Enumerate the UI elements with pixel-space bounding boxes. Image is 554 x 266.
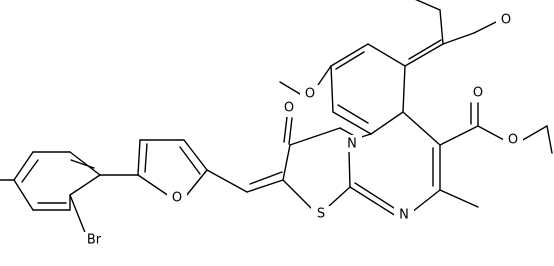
bond <box>442 32 475 45</box>
bond <box>402 65 406 113</box>
bond <box>13 179 34 211</box>
bond <box>137 139 141 176</box>
bond <box>288 117 293 145</box>
bond <box>21 159 39 183</box>
bond <box>137 174 170 197</box>
bond <box>370 111 404 135</box>
bond <box>179 146 201 175</box>
bond <box>411 189 441 213</box>
bond <box>354 182 395 209</box>
atom-label-br: Br <box>87 233 102 248</box>
bond <box>70 159 95 169</box>
bond <box>439 189 479 208</box>
atom-label-o-methoxy-left: O <box>305 87 315 102</box>
atom-label-o-methoxy-top: O <box>501 13 511 28</box>
bond <box>183 139 208 171</box>
bond <box>335 51 365 70</box>
bond <box>283 116 288 143</box>
bond <box>330 43 369 67</box>
atom-label-s-ring: S <box>317 207 325 222</box>
bond <box>402 111 441 146</box>
bond <box>279 81 301 95</box>
bond <box>415 0 441 11</box>
bond <box>520 125 548 142</box>
bond <box>69 174 101 196</box>
bond <box>439 125 479 146</box>
bond <box>332 111 372 135</box>
bond <box>185 169 208 197</box>
bond <box>439 9 444 45</box>
atom-label-o-furan: O <box>172 191 182 206</box>
atom-label-o-ester-single: O <box>508 133 518 148</box>
bond-lines <box>0 0 553 241</box>
bond <box>69 151 101 176</box>
bond <box>349 186 397 217</box>
bond <box>337 104 369 124</box>
bond <box>473 19 501 34</box>
atom-label-o-ester-carbonyl: O <box>473 86 483 101</box>
bond <box>144 143 148 173</box>
bond <box>477 125 505 141</box>
atom-label-n-ring: N <box>347 137 357 152</box>
bond <box>206 169 248 193</box>
atom-labels: O O O O O N O S N Br <box>80 12 523 249</box>
bond <box>408 39 442 60</box>
bond <box>249 171 283 185</box>
bond <box>330 65 334 113</box>
bond <box>327 186 351 208</box>
atom-label-n-imine: N <box>399 208 409 223</box>
bond <box>246 179 284 193</box>
bond <box>348 151 351 188</box>
bond <box>13 151 34 181</box>
bond <box>289 127 341 146</box>
bond <box>546 125 553 154</box>
atom-label-o-ketone: O <box>284 101 294 116</box>
bond <box>282 179 317 214</box>
bond <box>367 43 406 67</box>
bond <box>317 65 332 86</box>
bond <box>404 43 444 67</box>
bond <box>282 144 291 181</box>
